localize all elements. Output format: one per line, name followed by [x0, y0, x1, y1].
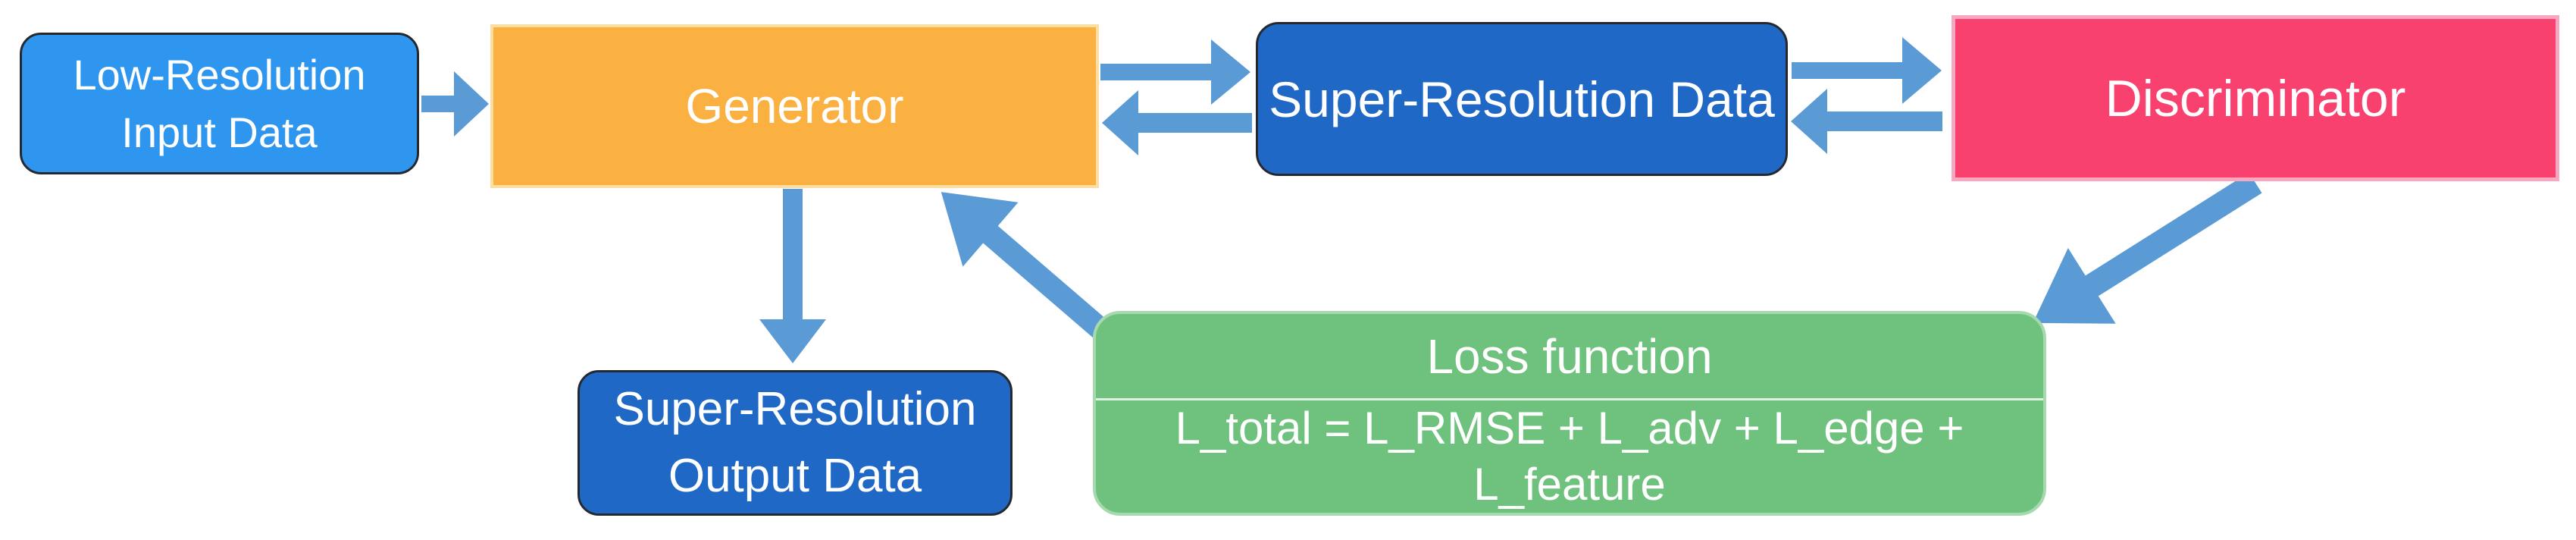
node-label: Generator: [685, 79, 904, 133]
node-super-resolution-output-data: Super-Resolution Output Data: [577, 370, 1013, 516]
loss-formula-text: L_total = L_RMSE + L_adv + L_edge + L_fe…: [1175, 403, 1964, 510]
loss-function-title: Loss function: [1426, 328, 1713, 384]
node-label: Super-Resolution Data: [1269, 71, 1775, 127]
node-loss-function: Loss function L_total = L_RMSE + L_adv +…: [1093, 311, 2046, 516]
arrow-discriminator-to-sr-data: [1791, 89, 1942, 154]
node-low-resolution-input-data: Low-Resolution Input Data: [20, 33, 419, 174]
loss-function-formula: L_total = L_RMSE + L_adv + L_edge + L_fe…: [1096, 400, 2043, 513]
node-label: Super-Resolution Output Data: [613, 383, 977, 502]
arrow-sr-data-to-discriminator: [1792, 37, 1942, 104]
node-label: Low-Resolution Input Data: [73, 50, 366, 156]
node-super-resolution-data: Super-Resolution Data: [1256, 22, 1788, 176]
arrow-generator-to-sr-output: [759, 189, 826, 363]
loss-divider-line: [1096, 398, 2043, 400]
arrow-generator-to-sr-data: [1100, 39, 1250, 105]
arrow-sr-data-to-generator: [1102, 90, 1252, 155]
node-discriminator: Discriminator: [1952, 15, 2559, 181]
node-generator: Generator: [490, 24, 1099, 188]
node-label: Discriminator: [2105, 69, 2406, 127]
arrow-lr-input-to-generator: [421, 71, 489, 137]
